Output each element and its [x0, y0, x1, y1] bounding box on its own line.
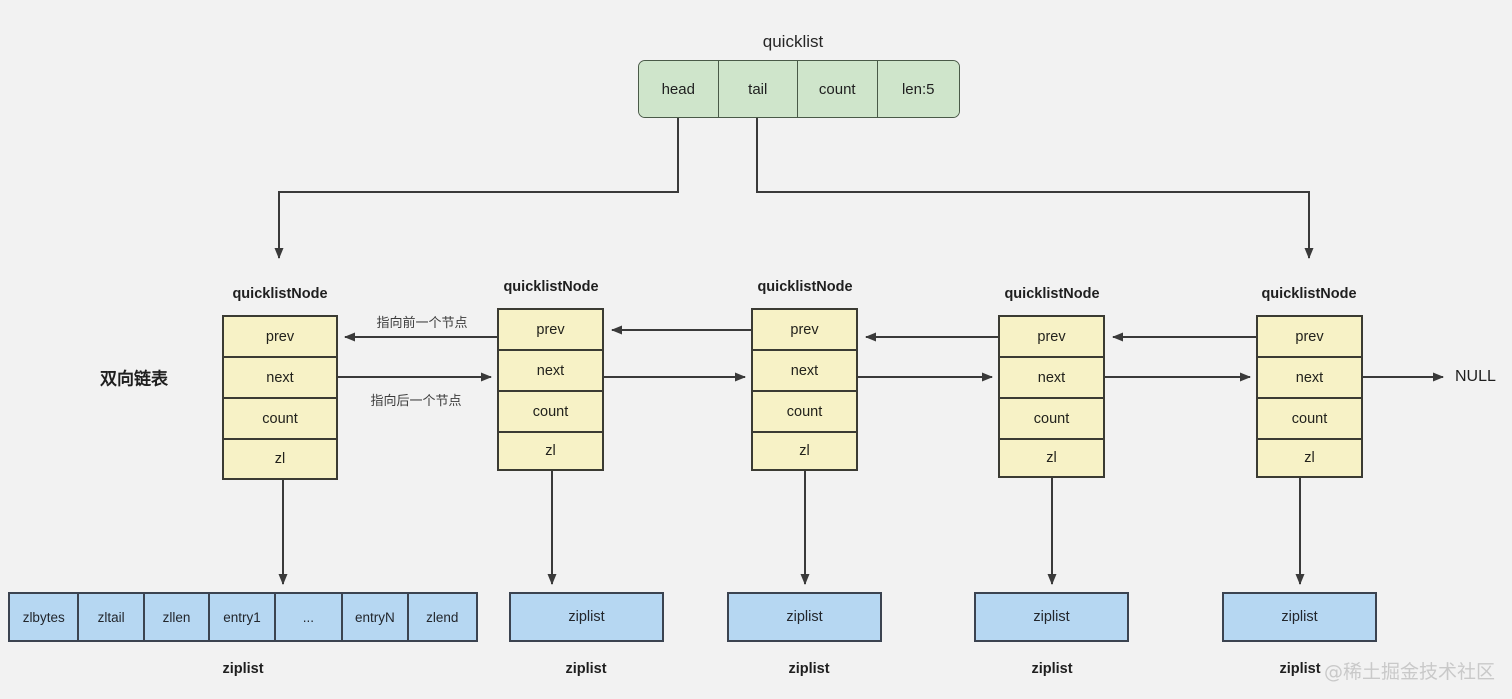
node-2-field-zl[interactable]: zl	[499, 433, 602, 469]
node-4-field-prev[interactable]: prev	[1000, 317, 1103, 358]
ziplist-box-3[interactable]: ziplist	[974, 592, 1129, 642]
prev-pointer-label: 指向前一个节点	[376, 315, 468, 330]
ziplist-cell-entryN[interactable]: entryN	[343, 594, 409, 640]
ziplist-cell-ellipsis[interactable]: ...	[275, 594, 344, 640]
quicklist-field-count[interactable]: count	[798, 61, 878, 117]
node-4-title: quicklistNode	[1004, 286, 1100, 302]
ziplist-box-4[interactable]: ziplist	[1222, 592, 1377, 642]
node-1-field-next[interactable]: next	[224, 358, 336, 399]
quicklist-node-3: prev next count zl	[751, 308, 858, 471]
watermark: @稀土掘金技术社区	[1324, 661, 1496, 683]
node-5-title: quicklistNode	[1261, 286, 1357, 302]
quicklist-title: quicklist	[762, 32, 824, 51]
quicklist-node-1: prev next count zl	[222, 315, 338, 480]
node-5-field-next[interactable]: next	[1258, 358, 1361, 399]
node-5-field-prev[interactable]: prev	[1258, 317, 1361, 358]
ziplist-cell-zllen[interactable]: zllen	[144, 594, 211, 640]
node-3-field-prev[interactable]: prev	[753, 310, 856, 351]
node-4-field-next[interactable]: next	[1000, 358, 1103, 399]
ziplist-caption-1: ziplist	[565, 661, 607, 677]
node-1-field-zl[interactable]: zl	[224, 440, 336, 478]
node-1-field-prev[interactable]: prev	[224, 317, 336, 358]
ziplist-cell-zlbytes[interactable]: zlbytes	[10, 594, 80, 640]
next-pointer-label: 指向后一个节点	[370, 393, 462, 408]
quicklist-field-head[interactable]: head	[639, 61, 719, 117]
node-3-field-count[interactable]: count	[753, 392, 856, 433]
node-4-field-count[interactable]: count	[1000, 399, 1103, 440]
node-2-field-count[interactable]: count	[499, 392, 602, 433]
ziplist-caption-2: ziplist	[788, 661, 830, 677]
ziplist-cell-zlend[interactable]: zlend	[408, 594, 476, 640]
ziplist-box-2[interactable]: ziplist	[727, 592, 882, 642]
node-2-field-prev[interactable]: prev	[499, 310, 602, 351]
ziplist-cell-entry1[interactable]: entry1	[210, 594, 276, 640]
quicklist-field-len[interactable]: len:5	[877, 61, 959, 117]
node-5-field-count[interactable]: count	[1258, 399, 1361, 440]
ziplist-caption-4: ziplist	[1279, 661, 1321, 677]
ziplist-detail-strip: zlbytes zltail zllen entry1 ... entryN z…	[8, 592, 478, 642]
node-1-title: quicklistNode	[232, 286, 328, 302]
node-3-title: quicklistNode	[757, 279, 853, 295]
node-5-field-zl[interactable]: zl	[1258, 440, 1361, 476]
quicklist-node-2: prev next count zl	[497, 308, 604, 471]
doubly-linked-list-label: 双向链表	[100, 369, 168, 389]
node-2-title: quicklistNode	[503, 279, 599, 295]
node-3-field-next[interactable]: next	[753, 351, 856, 392]
quicklist-struct: head tail count len:5	[638, 60, 960, 118]
node-1-field-count[interactable]: count	[224, 399, 336, 440]
quicklist-field-tail[interactable]: tail	[718, 61, 798, 117]
ziplist-box-1[interactable]: ziplist	[509, 592, 664, 642]
ziplist-cell-zltail[interactable]: zltail	[79, 594, 145, 640]
ziplist-caption-3: ziplist	[1031, 661, 1073, 677]
node-2-field-next[interactable]: next	[499, 351, 602, 392]
node-4-field-zl[interactable]: zl	[1000, 440, 1103, 476]
null-label: NULL	[1455, 368, 1496, 385]
quicklist-node-4: prev next count zl	[998, 315, 1105, 478]
node-3-field-zl[interactable]: zl	[753, 433, 856, 469]
quicklist-node-5: prev next count zl	[1256, 315, 1363, 478]
ziplist-detail-caption: ziplist	[222, 661, 264, 677]
